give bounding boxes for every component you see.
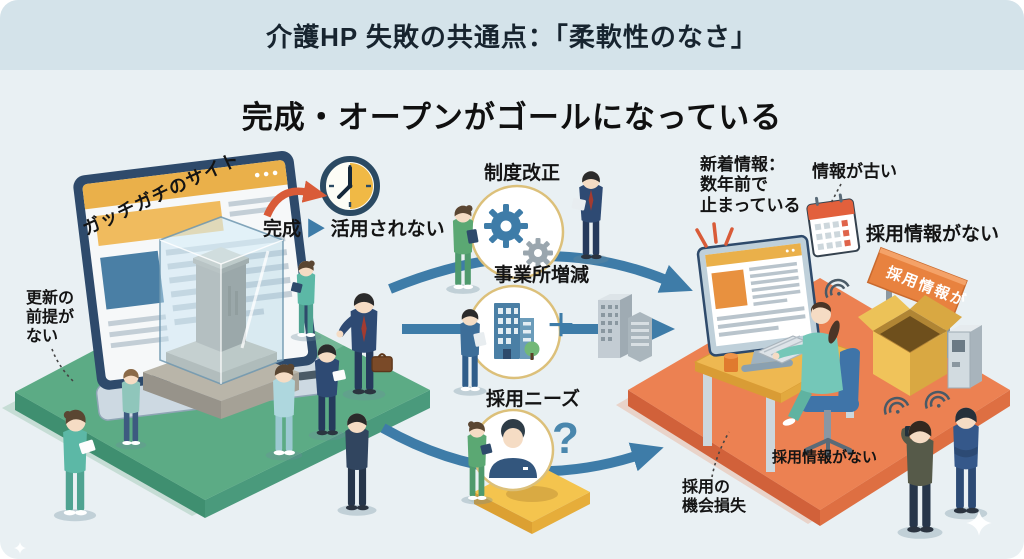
businessman-briefcase-figure [336, 293, 393, 401]
recruit-needs-label: 採用ニーズ [486, 389, 581, 410]
offices-medallion [466, 284, 562, 380]
phone-man-figure [897, 420, 943, 539]
no-recruit-info-label: 採用情報がない [866, 224, 1000, 245]
no-update-note: 更新の 前提が ない [26, 290, 75, 346]
offices-label: 事業所増減 [494, 265, 590, 286]
page-subtitle: 完成・オープンがゴールになっている [241, 100, 783, 135]
done-label: 完成 [263, 219, 302, 240]
nurse-figure [446, 205, 480, 294]
waiting-man-figure [944, 407, 988, 520]
callout-dotted-lines [51, 183, 842, 478]
kiosk [947, 325, 982, 389]
person-icon [489, 419, 537, 478]
businessman-figure [571, 171, 609, 265]
header-band: 介護HP 失敗の共通点：「柔軟性のなさ」 [0, 0, 1024, 70]
reform-label: 制度改正 [484, 163, 561, 184]
signal-waves-icon [924, 390, 951, 409]
calendar-icon [806, 193, 861, 258]
platform-no-recruit-label: 採用情報がない [772, 449, 878, 466]
red-swoosh-arrow [263, 180, 328, 218]
old-info-label: 情報が古い [812, 162, 897, 181]
page-title: 介護HP 失敗の共通点：「柔軟性のなさ」 [266, 21, 758, 52]
signal-waves-icon [883, 396, 910, 415]
outdated-monitor [696, 234, 821, 373]
visitor-figure [115, 369, 147, 450]
gears-icon [484, 204, 553, 268]
mug [724, 353, 738, 372]
office-buildings-icon [598, 294, 652, 362]
nurse-figure [53, 409, 97, 522]
male-nurse-figure [453, 309, 487, 396]
nurse-figure [290, 260, 322, 342]
glass-case [159, 216, 284, 385]
office-chair [799, 348, 860, 458]
clock-icon [320, 156, 380, 216]
buildings-icon [494, 303, 540, 360]
opportunity-loss-note: 採用の 機会損失 [682, 479, 747, 516]
nurse-figure [265, 363, 303, 461]
signal-waves-icon [824, 278, 850, 299]
triangle-arrow-glyph: ▶ [306, 219, 326, 240]
done-not-used-label: 完成 ▶ 活用されない [263, 219, 445, 242]
unused-label: 活用されない [330, 219, 445, 240]
alert-marks-icon [695, 222, 734, 248]
stale-news-note: 新着情報： 数年前で 止まっている [700, 155, 801, 215]
staff-woman-figure [772, 302, 843, 426]
nurse-figure [461, 421, 493, 505]
plus-glyph: ＋ [546, 310, 576, 343]
question-mark: ? [552, 414, 579, 463]
sparkle-icon [966, 510, 992, 536]
empty-box [858, 295, 962, 396]
businessman-figure [337, 413, 377, 516]
sparkle-icon [13, 541, 27, 555]
businessman-figure [308, 344, 346, 441]
